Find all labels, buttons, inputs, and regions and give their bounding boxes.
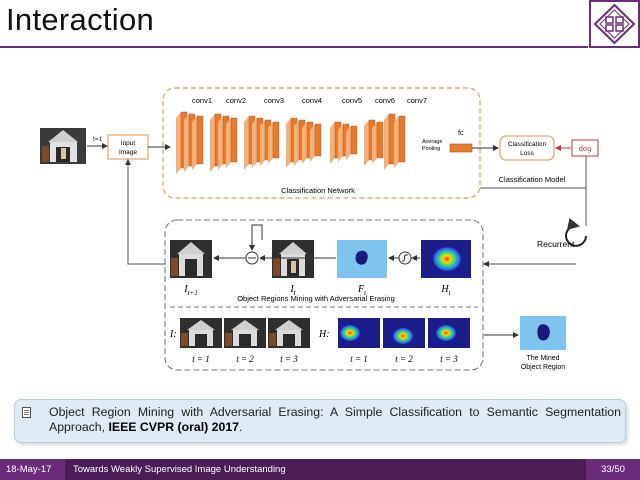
input-image-label-1: Input: [121, 140, 136, 147]
reference-end: .: [239, 420, 242, 434]
conv7-label: conv7: [407, 96, 427, 105]
conv-slab: [226, 118, 237, 168]
seq-i-label: I:: [169, 329, 177, 340]
mining-label: Object Regions Mining with Adversarial E…: [237, 294, 395, 303]
recurrent-icon: [566, 226, 586, 246]
erased-image-current: [272, 240, 314, 278]
conv-slab: [384, 114, 395, 170]
feedback-arrow: [128, 160, 166, 264]
arrow-image-to-minus: [252, 225, 262, 250]
conv-slab: [268, 122, 279, 164]
document-icon: [22, 407, 31, 418]
seq-i-step-1: t = 1: [192, 354, 210, 364]
avg-pooling-label-2: Pooling: [422, 146, 440, 152]
classification-loss-label-1: Classification: [508, 141, 547, 148]
classification-model-label: Classification Model: [499, 175, 566, 184]
conv-layer-stack: [176, 112, 405, 174]
footer-date: 18-May-17: [0, 459, 65, 480]
conv-slab: [192, 116, 203, 170]
heatmap-sequence: [338, 318, 470, 348]
input-photo: [40, 128, 86, 164]
reference-box: Object Region Mining with Adversarial Er…: [14, 399, 626, 443]
conv-slab: [310, 124, 321, 162]
seq-h-step-2: t = 2: [395, 354, 413, 364]
sequence-image-thumb: [268, 318, 310, 348]
reference-venue: IEEE CVPR (oral) 2017: [108, 420, 239, 434]
conv2-label: conv2: [226, 96, 246, 105]
conv6-label: conv6: [375, 96, 395, 105]
seq-h-step-1: t = 1: [350, 354, 368, 364]
image-sequence: [180, 318, 310, 348]
label-h-t: Ht: [440, 284, 451, 297]
input-image-label-2: Image: [119, 149, 137, 156]
footer-talk-title: Towards Weakly Supervised Image Understa…: [73, 459, 286, 480]
conv-slab: [394, 116, 405, 168]
conv5-label: conv5: [342, 96, 362, 105]
sequence-image-thumb: [180, 318, 222, 348]
conv4-label: conv4: [302, 96, 322, 105]
label-i-t-plus-1: It+1: [183, 284, 198, 297]
conv3-label: conv3: [264, 96, 284, 105]
seq-i-step-2: t = 2: [236, 354, 254, 364]
sequence-heatmap-thumb: [383, 318, 425, 348]
seq-h-step-3: t = 3: [440, 354, 458, 364]
sequence-heatmap-thumb: [338, 318, 380, 348]
fc-label: fc: [458, 130, 464, 137]
heatmap-current: [421, 240, 471, 278]
fc-layer: [450, 144, 472, 152]
erased-image-next: [170, 240, 212, 278]
sequence-heatmap-thumb: [428, 318, 470, 348]
conv-slab: [346, 126, 357, 160]
t-equals-1-label: t=1: [93, 136, 103, 143]
sequence-image-thumb: [224, 318, 266, 348]
seq-i-step-3: t = 3: [280, 354, 298, 364]
seq-h-label: H:: [318, 329, 330, 340]
mined-region-label-2: Object Region: [521, 364, 565, 371]
slide-footer: 18-May-17 Towards Weakly Supervised Imag…: [0, 459, 640, 480]
dog-label: dog: [579, 144, 592, 153]
conv1-label: conv1: [192, 96, 212, 105]
reference-text: Object Region Mining with Adversarial Er…: [49, 405, 621, 435]
page-number: 33/50: [586, 459, 640, 480]
classification-network-label: Classification Network: [281, 186, 355, 195]
conv-slab: [372, 122, 383, 164]
avg-pooling-label-1: Average: [422, 139, 442, 145]
classification-loss-label-2: Loss: [520, 150, 534, 157]
method-figure: t=1 Input Image conv1 conv2 conv3 conv4 …: [0, 0, 640, 400]
mined-region-label-1: The Mined: [526, 355, 559, 362]
